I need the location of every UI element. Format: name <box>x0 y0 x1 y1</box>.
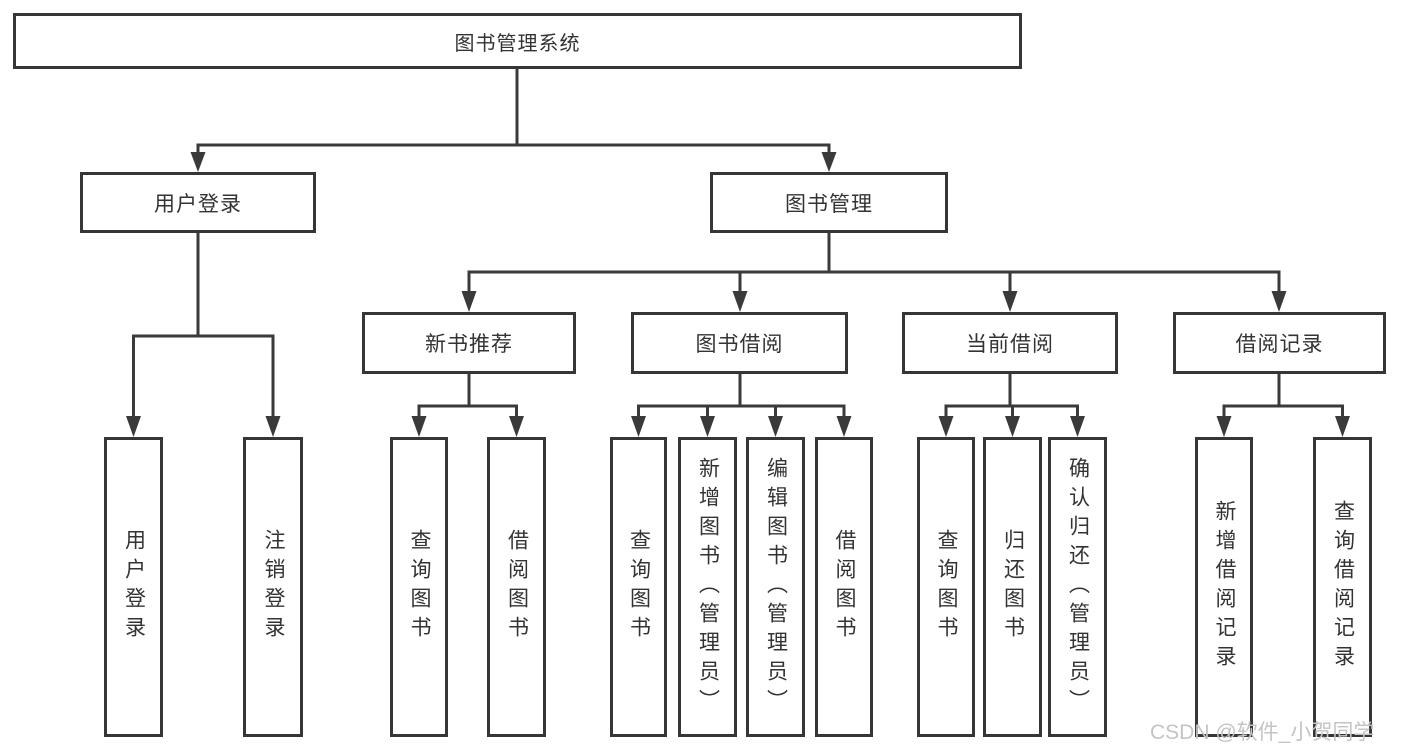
node-label: 新书推荐 <box>425 333 513 356</box>
leaf-user-login: 用户登录 <box>104 437 163 737</box>
node-label: 图书借阅 <box>695 333 784 356</box>
node-book-borrow: 图书借阅 <box>631 312 848 374</box>
arrowhead-leaf-edit-book <box>768 416 783 437</box>
arrowhead-user-login <box>190 152 206 172</box>
leaf-label: 编辑图书（管理员） <box>764 456 788 718</box>
connector-root-to-level2 <box>196 69 831 156</box>
connector-user-login-to-leaves <box>132 232 275 420</box>
node-book-management: 图书管理 <box>710 172 948 233</box>
watermark: CSDN @软件_小贺同学 <box>1150 721 1375 744</box>
node-label: 用户登录 <box>154 192 242 216</box>
arrowhead-leaf-query-borrow-record <box>1335 416 1350 437</box>
leaf-return-books: 归还图书 <box>983 437 1042 737</box>
leaf-add-borrow-record: 新增借阅记录 <box>1195 437 1253 737</box>
arrowhead-borrow-records <box>1271 291 1287 312</box>
leaf-label: 查询借阅记录 <box>1331 500 1355 674</box>
connector-current-borrow-to-leaves <box>944 373 1079 420</box>
leaf-query-books-1: 查询图书 <box>390 437 448 737</box>
node-new-book-recommend: 新书推荐 <box>362 312 576 374</box>
leaf-query-books-3: 查询图书 <box>917 437 975 737</box>
arrowhead-leaf-query-books-3 <box>938 416 954 437</box>
leaf-label: 新增借阅记录 <box>1213 500 1237 674</box>
arrowhead-leaf-logout <box>265 416 281 437</box>
leaf-label: 借阅图书 <box>833 529 857 645</box>
node-label: 当前借阅 <box>966 333 1054 356</box>
leaf-edit-book-admin: 编辑图书（管理员） <box>746 437 805 737</box>
leaf-label: 查询图书 <box>935 529 959 645</box>
node-label: 借阅记录 <box>1235 333 1324 356</box>
leaf-label: 注销登录 <box>262 529 286 645</box>
leaf-label: 查询图书 <box>408 529 432 645</box>
arrowhead-leaf-query-books-2 <box>631 416 646 437</box>
arrowhead-leaf-borrow-books-1 <box>509 416 524 437</box>
leaf-confirm-return-admin: 确认归还（管理员） <box>1048 437 1107 737</box>
node-user-login: 用户登录 <box>80 172 316 233</box>
leaf-label: 用户登录 <box>122 529 146 645</box>
connector-book-borrow-to-leaves <box>637 373 846 420</box>
node-borrow-records: 借阅记录 <box>1173 312 1386 374</box>
leaf-label: 新增图书（管理员） <box>696 456 720 718</box>
leaf-query-borrow-record: 查询借阅记录 <box>1313 437 1372 737</box>
arrowhead-new-book-recommend <box>461 291 477 312</box>
connector-book-management-to-level3 <box>467 232 1281 294</box>
node-label: 图书管理系统 <box>454 32 581 55</box>
arrowhead-leaf-confirm-return <box>1070 416 1085 437</box>
arrowhead-leaf-add-book <box>700 416 715 437</box>
arrowhead-leaf-query-books-1 <box>411 416 427 437</box>
leaf-label: 借阅图书 <box>505 529 529 645</box>
leaf-label: 确认归还（管理员） <box>1066 456 1090 718</box>
leaf-logout: 注销登录 <box>243 437 303 737</box>
connector-borrow-records-to-leaves <box>1222 373 1344 420</box>
node-label: 图书管理 <box>785 192 873 216</box>
leaf-add-book-admin: 新增图书（管理员） <box>678 437 737 737</box>
leaf-borrow-books-2: 借阅图书 <box>815 437 873 737</box>
leaf-label: 查询图书 <box>627 529 651 645</box>
arrowhead-leaf-return-books <box>1005 416 1020 437</box>
leaf-query-books-2: 查询图书 <box>610 437 667 737</box>
arrowhead-current-borrow <box>1002 291 1018 312</box>
arrowhead-book-management <box>821 152 837 172</box>
node-library-management-system: 图书管理系统 <box>13 13 1022 69</box>
arrowhead-leaf-borrow-books-2 <box>836 416 852 437</box>
arrowhead-leaf-user-login <box>126 416 141 437</box>
connector-new-book-recommend-to-leaves <box>417 373 518 420</box>
arrowhead-book-borrow <box>732 291 748 312</box>
leaf-label: 归还图书 <box>1001 529 1025 645</box>
leaf-borrow-books-1: 借阅图书 <box>487 437 546 737</box>
arrowhead-leaf-add-borrow-record <box>1216 416 1232 437</box>
node-current-borrow: 当前借阅 <box>902 312 1118 374</box>
